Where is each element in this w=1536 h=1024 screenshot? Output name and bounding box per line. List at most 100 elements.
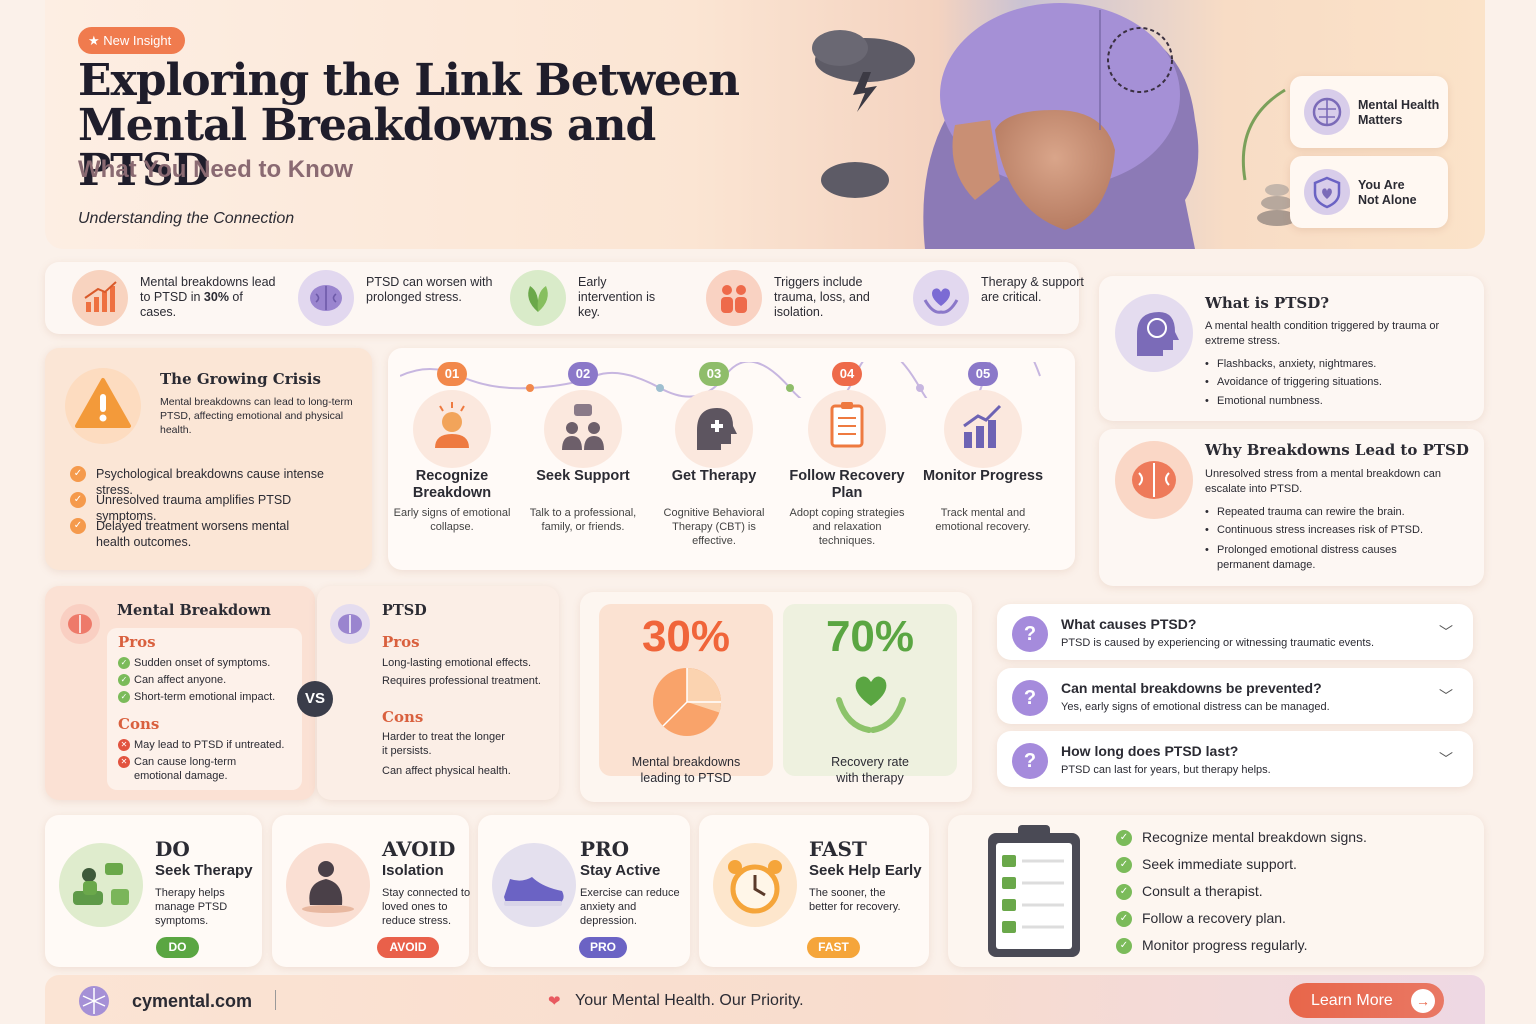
sneaker-icon [492, 843, 576, 927]
faq-answer: PTSD is caused by experiencing or witnes… [1061, 637, 1375, 649]
tip-title: Seek Therapy [155, 862, 253, 879]
tip-title: Seek Help Early [809, 862, 922, 879]
question-icon: ? [1012, 743, 1048, 779]
mental-breakdown-compare-card: Mental Breakdown Pros ✓Sudden onset of s… [45, 586, 315, 800]
list-item: ✓ Delayed treatment worsens mental health… [70, 518, 290, 550]
footer-divider [275, 990, 276, 1010]
tip-avoid: AVOID Isolation Stay connected to loved … [272, 815, 470, 967]
pros-label: Pros [118, 633, 156, 651]
list-item-text: Psychological breakdowns cause intense s… [96, 467, 324, 497]
checklist-item: ✓Consult a therapist. [1116, 883, 1263, 900]
bullet-item: Prolonged emotional distress causes perm… [1205, 543, 1435, 573]
con-item: May lead to PTSD if untreated. [134, 739, 285, 751]
pro-item: Requires professional treatment. [382, 675, 541, 687]
step-description: Adopt coping strategies and relaxation t… [789, 507, 905, 547]
tip-title: Isolation [382, 862, 444, 879]
chevron-down-icon[interactable]: ﹀ [1439, 624, 1453, 640]
hero-card-line: Mental Health [1358, 98, 1440, 112]
check-icon: ✓ [118, 657, 130, 669]
tip-title: Stay Active [580, 862, 661, 879]
bullet-item: Flashbacks, anxiety, nightmares. [1205, 357, 1475, 372]
stat-text: PTSD can worsen with prolonged stress. [366, 275, 493, 304]
bullet-item: Emotional numbness. [1205, 394, 1475, 409]
steps-connector-line [400, 362, 1041, 398]
checklist-item: ✓Follow a recovery plan. [1116, 910, 1286, 927]
why-description: Unresolved stress from a mental breakdow… [1205, 468, 1441, 495]
step-title: Get Therapy [671, 468, 757, 484]
stat-value: 30% [641, 612, 731, 661]
pro-item: Can affect anyone. [134, 674, 227, 686]
stat-value: 70% [825, 612, 915, 661]
check-icon: ✓ [1116, 911, 1132, 927]
what-is-ptsd-card: What is PTSD? A mental health condition … [1099, 276, 1484, 421]
faq-item-prevention[interactable]: ? Can mental breakdowns be prevented? Ye… [997, 668, 1473, 724]
step-number: 04 [832, 362, 862, 386]
faq-item-causes[interactable]: ? What causes PTSD? PTSD is caused by ex… [997, 604, 1473, 660]
stat-text: Early intervention is key. [578, 275, 656, 319]
hero-card-line: Matters [1358, 113, 1403, 127]
list-item-text: Delayed treatment worsens mental health … [96, 519, 290, 549]
progress-chart-icon [944, 390, 1022, 468]
woman-brain-illustration [812, 3, 1297, 249]
question-icon: ? [1012, 680, 1048, 716]
check-icon: ✓ [118, 674, 130, 686]
stat-text: Mental breakdowns lead to PTSD in [140, 275, 276, 304]
step-title: Recognize Breakdown [412, 468, 492, 501]
faq-question: Can mental breakdowns be prevented? [1061, 680, 1322, 696]
tip-description: Therapy helps manage PTSD symptoms. [155, 887, 228, 927]
step-description: Early signs of emotional collapse. [393, 507, 511, 533]
faq-answer: Yes, early signs of emotional distress c… [1061, 701, 1330, 713]
page-tagline: Understanding the Connection [78, 210, 295, 227]
arrow-right-icon: → [1411, 989, 1435, 1013]
footer-bar: cymental.com ❤ Your Mental Health. Our P… [45, 975, 1485, 1024]
check-icon: ✓ [70, 466, 86, 482]
growing-crisis-card: The Growing Crisis Mental breakdowns can… [45, 348, 372, 570]
tip-description: The sooner, the better for recovery. [809, 887, 901, 913]
x-icon: ✕ [118, 739, 130, 751]
list-item: ✓Unresolved trauma amplifies PTSD sympto… [70, 492, 340, 524]
step-description: Track mental and emotional recovery. [935, 507, 1031, 533]
con-item: Can affect physical health. [382, 765, 511, 777]
step-number: 01 [437, 362, 467, 386]
learn-more-button[interactable]: Learn More → [1289, 983, 1444, 1018]
check-icon: ✓ [70, 518, 86, 534]
chart-up-icon [72, 270, 128, 326]
brain-icon [60, 604, 100, 644]
what-is-description: A mental health condition triggered by t… [1205, 320, 1440, 347]
footer-site-link[interactable]: cymental.com [132, 991, 253, 1011]
tip-fast: FAST Seek Help Early The sooner, the bet… [699, 815, 929, 967]
crisis-description: Mental breakdowns can lead to long-term … [160, 396, 353, 436]
stat-text: of cases. [140, 290, 243, 319]
step-description: Talk to a professional, family, or frien… [529, 507, 637, 533]
chevron-down-icon[interactable]: ﹀ [1439, 688, 1453, 704]
why-title: Why Breakdowns Lead to PTSD [1205, 441, 1469, 459]
faq-item-duration[interactable]: ? How long does PTSD last? PTSD can last… [997, 731, 1473, 787]
checklist-item: ✓Recognize mental breakdown signs. [1116, 829, 1367, 846]
learn-more-label: Learn More [1311, 992, 1393, 1009]
chevron-down-icon[interactable]: ﹀ [1439, 751, 1453, 767]
heart-icon: ❤ [548, 993, 561, 1010]
tip-pill: DO [156, 937, 199, 958]
checklist-text: Seek immediate support. [1142, 856, 1297, 872]
why-breakdowns-card: Why Breakdowns Lead to PTSD Unresolved s… [1099, 429, 1484, 586]
check-icon: ✓ [118, 691, 130, 703]
tip-key: AVOID [382, 837, 456, 861]
tip-pill: AVOID [377, 937, 439, 958]
clipboard-checklist-icon [988, 825, 1080, 957]
compare-panel [107, 628, 302, 790]
check-icon: ✓ [1116, 857, 1132, 873]
x-icon: ✕ [118, 756, 130, 768]
brain-icon [330, 604, 370, 644]
page-subtitle: What You Need to Know [78, 156, 354, 183]
warning-icon [65, 368, 141, 444]
cons-label: Cons [382, 708, 424, 726]
list-item: ✓ Psychological breakdowns cause intense … [70, 466, 340, 498]
therapy-session-icon [59, 843, 143, 927]
leaf-icon [510, 270, 566, 326]
faq-question: What causes PTSD? [1061, 616, 1197, 632]
pro-item: Short-term emotional impact. [134, 691, 276, 703]
faq-answer: PTSD can last for years, but therapy hel… [1061, 764, 1271, 776]
new-insight-badge: ★ New Insight [78, 27, 185, 54]
crisis-title: The Growing Crisis [160, 370, 321, 388]
pro-item: Sudden onset of symptoms. [134, 657, 271, 669]
